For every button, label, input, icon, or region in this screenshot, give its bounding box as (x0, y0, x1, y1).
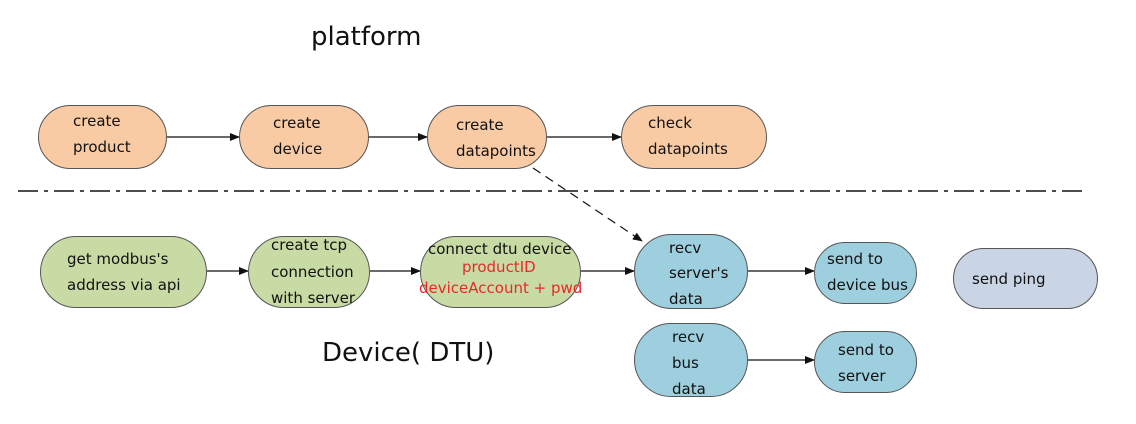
node-create-device: create device (239, 105, 369, 169)
node-send-ping: send ping (953, 248, 1098, 309)
node-recv-bus-data: recv bus data (634, 323, 748, 398)
device-title: Device( DTU) (322, 338, 495, 368)
node-label: get modbus's (67, 250, 169, 268)
dashed-arrow-datapoints-to-recv (532, 167, 643, 242)
node-label: recv (669, 239, 702, 257)
node-label: recv (672, 328, 705, 346)
node-create-datapoints: create datapoints (427, 105, 547, 169)
node-label: send to (827, 250, 883, 268)
node-label: device bus (827, 276, 908, 294)
node-recv-server-data: recv server's data (634, 234, 748, 309)
platform-title: platform (311, 22, 422, 52)
node-label: server's (669, 264, 729, 282)
node-label: address via api (67, 276, 181, 294)
node-label: create (273, 114, 321, 132)
node-label: create tcp (271, 236, 348, 254)
node-label: datapoints (648, 140, 728, 158)
node-label: data (669, 290, 703, 308)
device-account-label: deviceAccount + pwd (419, 279, 583, 297)
node-label: send ping (972, 270, 1046, 288)
node-label: data (672, 380, 706, 398)
node-label: device (273, 140, 323, 158)
product-id-label: productID (462, 258, 536, 276)
node-label: with server (271, 289, 356, 307)
node-label: bus (672, 354, 699, 372)
node-label: product (73, 138, 131, 156)
node-send-to-device-bus: send to device bus (814, 242, 917, 304)
node-label: create (73, 112, 121, 130)
node-label: connect dtu device (428, 240, 572, 258)
node-label: server (838, 367, 886, 385)
node-create-product: create product (38, 105, 167, 169)
node-label: datapoints (456, 142, 536, 160)
node-send-to-server: send to server (814, 331, 917, 393)
node-create-tcp-connection: create tcp connection with server (248, 236, 370, 308)
node-label: send to (838, 341, 894, 359)
node-label: check (648, 114, 692, 132)
node-label: create (456, 116, 504, 134)
node-label: connection (271, 263, 354, 281)
node-get-modbus-address: get modbus's address via api (40, 236, 207, 308)
node-connect-dtu-device: connect dtu device productID deviceAccou… (419, 236, 583, 308)
node-check-datapoints: check datapoints (621, 105, 767, 169)
